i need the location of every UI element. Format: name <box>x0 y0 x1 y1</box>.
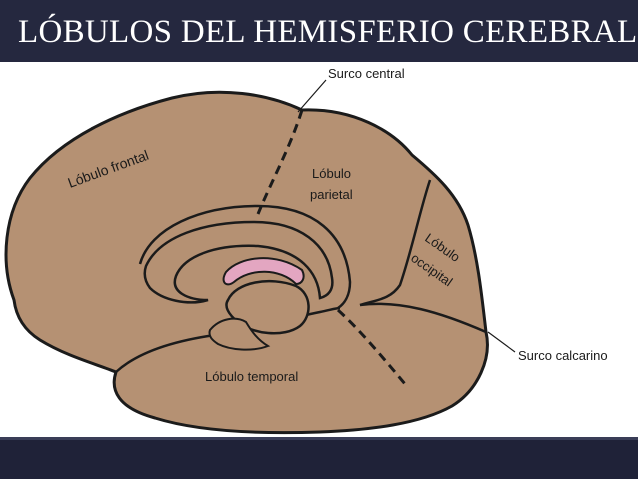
brainstem <box>208 317 271 351</box>
footer-bar <box>0 437 638 479</box>
brain-diagram-area: Lóbulo frontal Lóbulo parietal Lóbulo oc… <box>0 62 638 437</box>
thalamus <box>225 279 310 335</box>
footer-stripe <box>0 437 638 440</box>
central-sulcus-leader <box>297 79 327 113</box>
label-parietal-lobe-line1: Lóbulo <box>312 166 351 181</box>
parieto-occipital-boundary <box>359 179 432 307</box>
preoccipital-line <box>336 308 407 385</box>
label-central-sulcus: Surco central <box>328 66 405 81</box>
brain-diagram: Lóbulo frontal Lóbulo parietal Lóbulo oc… <box>4 66 608 435</box>
calcarine-sulcus-leader <box>487 331 516 353</box>
label-temporal-lobe: Lóbulo temporal <box>205 369 298 384</box>
calcarine-sulcus-line <box>359 302 487 334</box>
label-parietal-lobe-line2: parietal <box>310 187 353 202</box>
corpus-callosum <box>143 220 334 304</box>
label-calcarine-sulcus: Surco calcarino <box>518 348 608 363</box>
fornix-pink <box>222 257 305 286</box>
slide-title: LÓBULOS DEL HEMISFERIO CEREBRAL <box>18 14 638 50</box>
cingulate-gyrus <box>138 204 352 310</box>
title-bar: LÓBULOS DEL HEMISFERIO CEREBRAL <box>0 0 638 62</box>
